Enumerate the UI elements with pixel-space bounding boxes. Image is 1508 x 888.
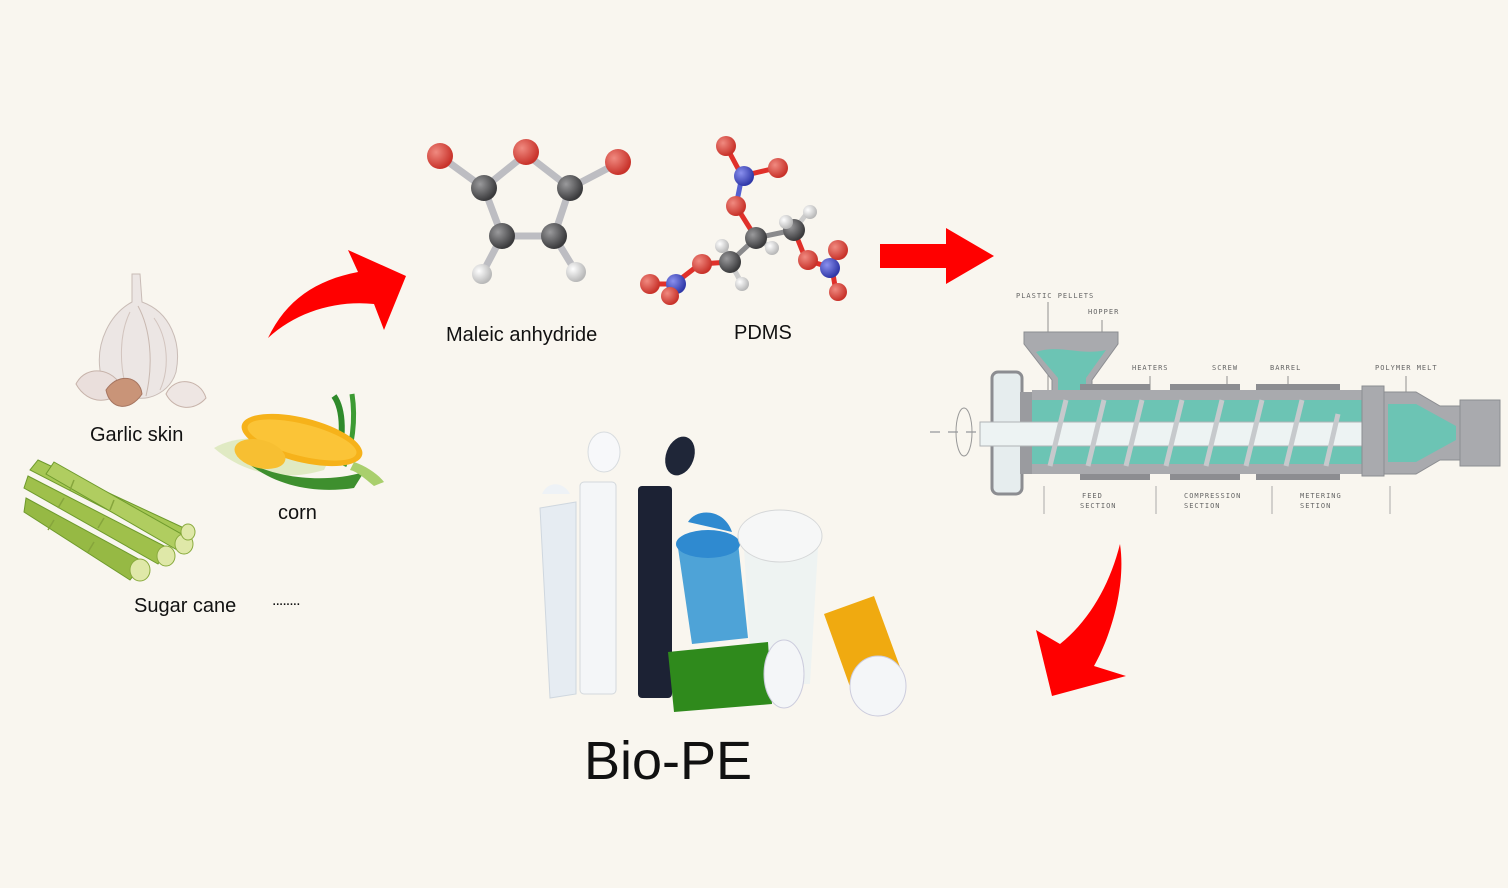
label-barrel: BARREL <box>1270 364 1301 372</box>
garlic-icon <box>75 273 207 408</box>
additive-label-pdms: PDMS <box>734 322 792 344</box>
section-feed-line2: SECTION <box>1080 502 1117 510</box>
label-screw: SCREW <box>1212 364 1238 372</box>
product-label-bio-pe: Bio-PE <box>584 731 753 791</box>
additive-label-maleic-anhydride: Maleic anhydride <box>446 324 598 346</box>
raw-material-label-garlic: Garlic skin <box>90 424 184 446</box>
curved-arrow-down-left-icon <box>1036 544 1126 696</box>
section-metering-line1: METERING <box>1300 492 1342 500</box>
maleic-anhydride-molecule-icon <box>427 139 631 284</box>
arrow-right-icon <box>880 228 994 284</box>
section-feed-line1: FEED <box>1082 492 1103 500</box>
label-hopper: HOPPER <box>1088 308 1119 316</box>
raw-material-label-corn: corn <box>278 502 317 524</box>
section-compression-line2: SECTION <box>1184 502 1221 510</box>
pdms-molecule-icon <box>640 136 848 305</box>
label-polymer-melt: POLYMER MELT <box>1375 364 1438 372</box>
raw-material-label-sugar-cane: Sugar cane <box>134 595 237 617</box>
more-materials-ellipsis: ........ <box>272 592 301 609</box>
extruder-diagram: PLASTIC PELLETS HOPPER HEATERS SCREW BAR… <box>930 292 1501 514</box>
section-compression-line1: COMPRESSION <box>1184 492 1241 500</box>
label-plastic-pellets: PLASTIC PELLETS <box>1016 292 1094 300</box>
sugar-cane-icon <box>23 459 196 582</box>
curved-arrow-up-right-icon <box>268 250 406 338</box>
section-metering-line2: SETION <box>1300 502 1331 510</box>
label-heaters: HEATERS <box>1132 364 1169 372</box>
bio-pe-containers-icon <box>539 431 907 717</box>
corn-icon <box>214 393 384 490</box>
